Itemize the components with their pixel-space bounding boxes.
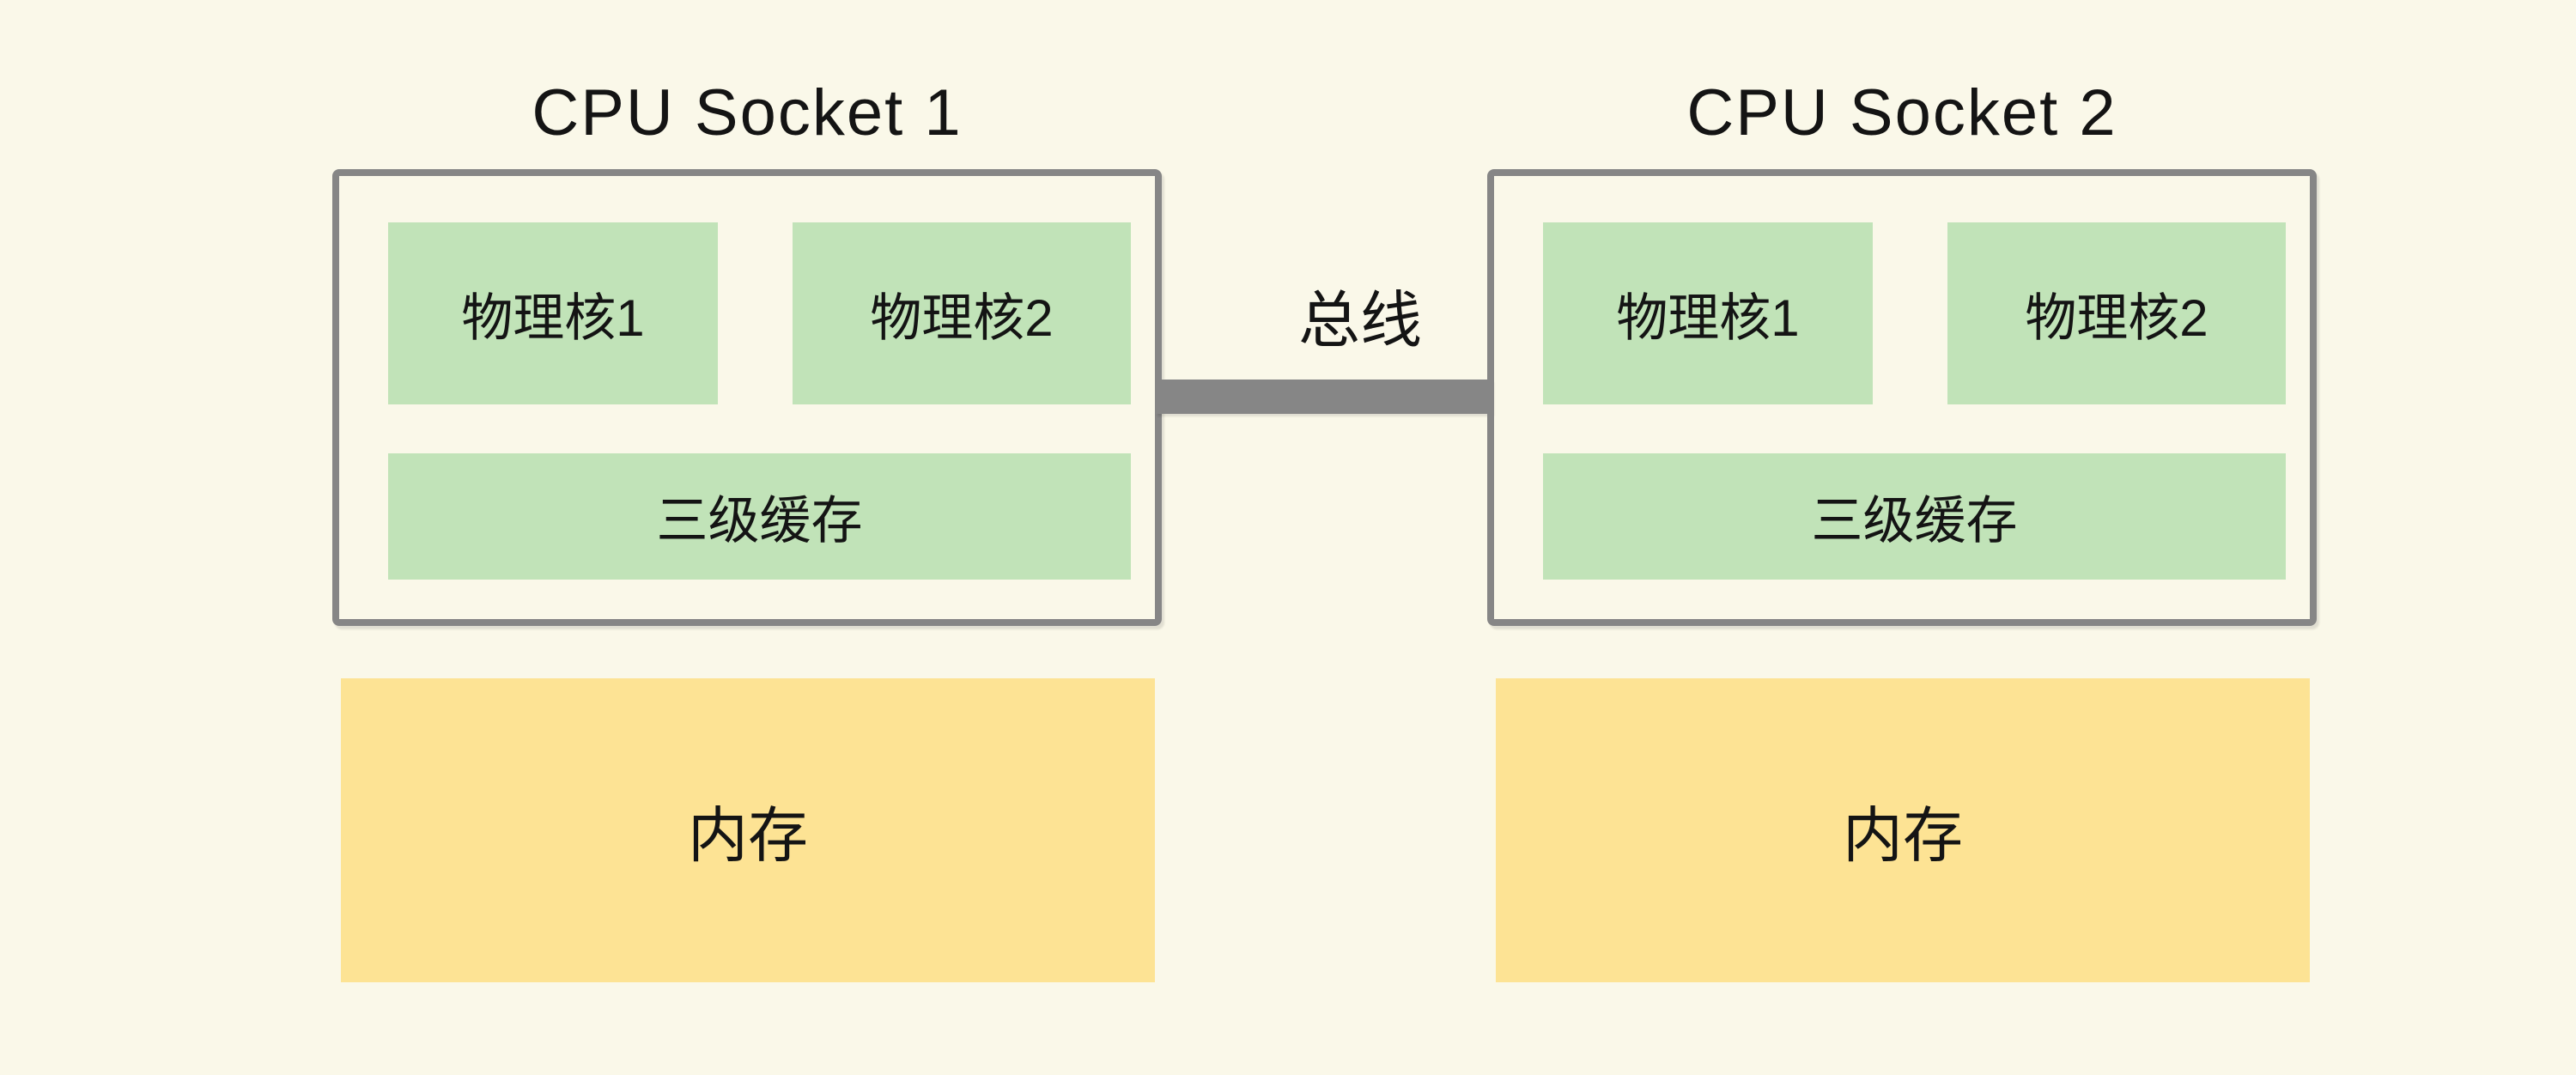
socket1-core2-box: 物理核2 [793,222,1131,404]
socket1-l3-cache-label: 三级缓存 [656,492,863,550]
socket2-core1-box: 物理核1 [1543,222,1873,404]
socket2-l3-cache-box: 三级缓存 [1543,453,2286,580]
socket2-box [1487,169,2317,626]
socket1-core1-box: 物理核1 [388,222,718,404]
socket1-core2-label: 物理核2 [870,288,1054,347]
socket1-memory-label: 内存 [688,801,808,869]
socket1-l3-cache-box: 三级缓存 [388,453,1131,580]
socket2-l3-cache-label: 三级缓存 [1811,492,2018,550]
socket2-memory-label: 内存 [1843,801,1963,869]
socket2-core2-label: 物理核2 [2025,288,2208,347]
socket2-memory-box: 内存 [1496,678,2310,982]
socket1-memory-box: 内存 [341,678,1155,982]
bus-bar [1156,380,1492,414]
bus-label: 总线 [1297,286,1422,355]
socket1-title: CPU Socket 1 [532,76,963,149]
socket2-core2-box: 物理核2 [1947,222,2286,404]
socket1-core1-label: 物理核1 [461,288,645,347]
socket2-core1-label: 物理核1 [1616,288,1800,347]
socket2-title: CPU Socket 2 [1686,76,2117,149]
